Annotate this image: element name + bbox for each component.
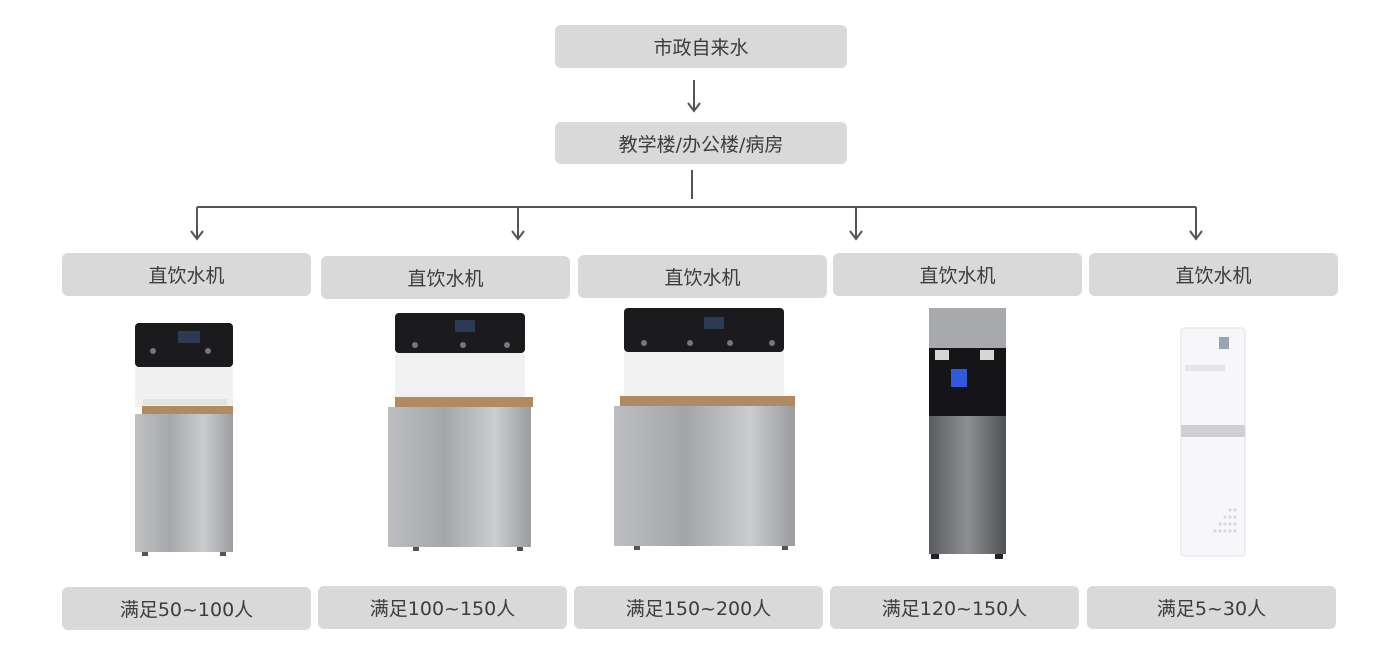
capacity-box: 满足5~30人: [1087, 586, 1336, 629]
capacity-label: 满足100~150人: [369, 598, 516, 620]
product-label: 直饮水机: [407, 268, 484, 290]
product-label: 直饮水机: [148, 265, 225, 287]
building-label: 教学楼/办公楼/病房: [618, 133, 784, 156]
water-dispenser-2-image: [388, 313, 533, 551]
product-label-box: 直饮水机: [321, 256, 570, 299]
product-label: 直饮水机: [664, 267, 741, 289]
water-dispenser-3-image: [614, 308, 795, 550]
product-label-box: 直饮水机: [578, 255, 827, 298]
capacity-box: 满足120~150人: [830, 586, 1079, 629]
product-label: 直饮水机: [1175, 265, 1252, 287]
capacity-label: 满足120~150人: [881, 598, 1028, 620]
source-box: 市政自来水: [555, 25, 847, 68]
capacity-label: 满足5~30人: [1156, 598, 1267, 620]
source-label: 市政自来水: [653, 37, 749, 59]
product-label: 直饮水机: [919, 265, 996, 287]
capacity-box: 满足50~100人: [62, 587, 311, 630]
product-label-box: 直饮水机: [62, 253, 311, 296]
capacity-label: 满足150~200人: [625, 598, 772, 620]
capacity-box: 满足100~150人: [318, 586, 567, 629]
capacity-label: 满足50~100人: [119, 599, 254, 621]
water-dispenser-4-image: [929, 308, 1006, 559]
product-label-box: 直饮水机: [833, 253, 1082, 296]
building-box: 教学楼/办公楼/病房: [555, 122, 847, 164]
product-label-box: 直饮水机: [1089, 253, 1338, 296]
capacity-box: 满足150~200人: [574, 586, 823, 629]
water-dispenser-5-image: [1180, 327, 1246, 557]
water-dispenser-1-image: [135, 323, 233, 556]
